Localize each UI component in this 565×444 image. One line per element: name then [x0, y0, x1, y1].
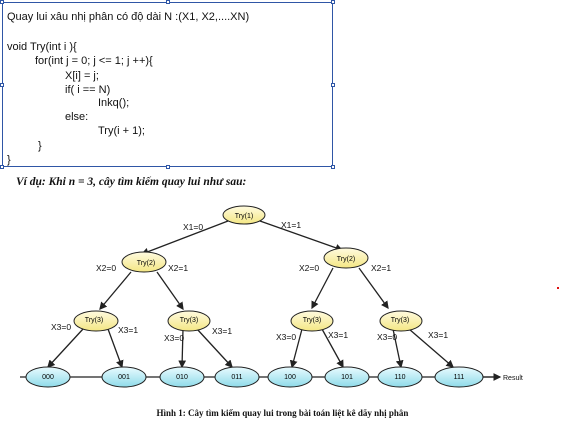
tree-node-level2: Try(2)	[323, 247, 369, 269]
resize-handle[interactable]	[331, 0, 335, 4]
tree-leaf: 010	[159, 366, 205, 388]
svg-text:Try(3): Try(3)	[180, 317, 198, 324]
edge-label-x3: X3=0	[164, 333, 184, 343]
tree-node-level3: Try(3)	[379, 310, 423, 332]
svg-text:Try(1): Try(1)	[235, 213, 253, 220]
tree-leaf: 110	[377, 366, 423, 388]
code-line: else:	[65, 111, 89, 123]
tree-edge	[140, 220, 229, 256]
code-line: }	[7, 154, 11, 166]
svg-text:001: 001	[118, 374, 130, 381]
result-label: Result	[503, 375, 523, 382]
resize-handle[interactable]	[331, 83, 335, 87]
edge-label-x2: X2=1	[168, 263, 188, 273]
tree-leaf: 111	[434, 366, 484, 388]
tree-leaf: 100	[267, 366, 313, 388]
code-line: Try(i + 1);	[98, 125, 145, 137]
tree-node-root: Try(1)	[222, 205, 266, 225]
tree-edge	[47, 328, 84, 368]
svg-text:Try(3): Try(3)	[85, 317, 103, 324]
example-title: Ví dụ: Khi n = 3, cây tìm kiếm quay lui …	[16, 176, 247, 188]
svg-text:101: 101	[341, 374, 353, 381]
edge-label-x1: X1=1	[281, 220, 301, 230]
tree-edge	[321, 328, 344, 369]
edge-label-x3: X3=0	[276, 332, 296, 342]
code-line: Inkq();	[98, 97, 130, 109]
svg-text:110: 110	[394, 374, 405, 381]
svg-text:000: 000	[42, 374, 54, 381]
tree-node-level3: Try(3)	[290, 310, 334, 332]
edge-label-x3: X3=1	[212, 326, 232, 336]
svg-text:Try(3): Try(3)	[391, 317, 409, 324]
svg-text:Try(2): Try(2)	[137, 260, 155, 267]
code-line: void Try(int i ){	[7, 41, 77, 53]
svg-text:111: 111	[454, 374, 465, 381]
tree-edge	[259, 220, 344, 252]
tree-node-level2: Try(2)	[121, 251, 167, 273]
edge-label-x1: X1=0	[183, 222, 203, 232]
edge-label-x3: X3=1	[328, 330, 348, 340]
code-line: }	[38, 140, 42, 152]
svg-text:011: 011	[231, 374, 242, 381]
tree-edge	[107, 328, 124, 369]
svg-text:100: 100	[284, 374, 296, 381]
tree-node-level3: Try(3)	[73, 310, 119, 332]
resize-handle[interactable]	[0, 165, 4, 169]
code-heading: Quay lui xâu nhị phân có độ dài N :(X1, …	[7, 11, 250, 23]
tree-edge	[156, 271, 184, 311]
code-line: X[i] = j;	[65, 70, 99, 82]
code-line: for(int j = 0; j <= 1; j ++){	[35, 55, 153, 67]
edge-label-x3: X3=0	[377, 332, 397, 342]
tree-edge	[408, 328, 454, 368]
svg-text:Try(3): Try(3)	[303, 317, 321, 324]
tree-edge	[178, 328, 187, 369]
resize-handle[interactable]	[166, 0, 170, 4]
tree-edge	[99, 271, 132, 310]
edge-label-x3: X3=1	[428, 330, 448, 340]
tree-leaf: 101	[324, 366, 370, 388]
tree-edge	[358, 267, 389, 310]
resize-handle[interactable]	[0, 0, 4, 4]
resize-handle[interactable]	[331, 165, 335, 169]
tree-edge	[196, 328, 233, 368]
edge-label-x2: X2=0	[96, 263, 116, 273]
edge-label-x2: X2=0	[299, 263, 319, 273]
tree-leaf: 011	[214, 366, 260, 388]
tree-leaf: 001	[101, 366, 147, 388]
code-line: if( i == N)	[65, 84, 111, 96]
resize-handle[interactable]	[0, 83, 4, 87]
tree-edges	[20, 220, 502, 381]
svg-text:010: 010	[176, 374, 188, 381]
figure-caption: Hình 1: Cây tìm kiếm quay lui trong bài …	[156, 408, 409, 418]
edge-label-x2: X2=1	[371, 263, 391, 273]
svg-text:Try(2): Try(2)	[337, 256, 355, 263]
edge-label-x3: X3=0	[51, 322, 71, 332]
tree-edge	[289, 328, 303, 369]
red-mark	[557, 287, 559, 289]
tree-edge	[392, 328, 404, 369]
resize-handle[interactable]	[166, 165, 170, 169]
tree-leaf: 000	[25, 366, 71, 388]
code-textbox[interactable]: Quay lui xâu nhị phân có độ dài N :(X1, …	[0, 0, 335, 169]
tree-node-level3: Try(3)	[167, 310, 211, 332]
edge-label-x3: X3=1	[118, 325, 138, 335]
tree-edge	[311, 267, 334, 310]
